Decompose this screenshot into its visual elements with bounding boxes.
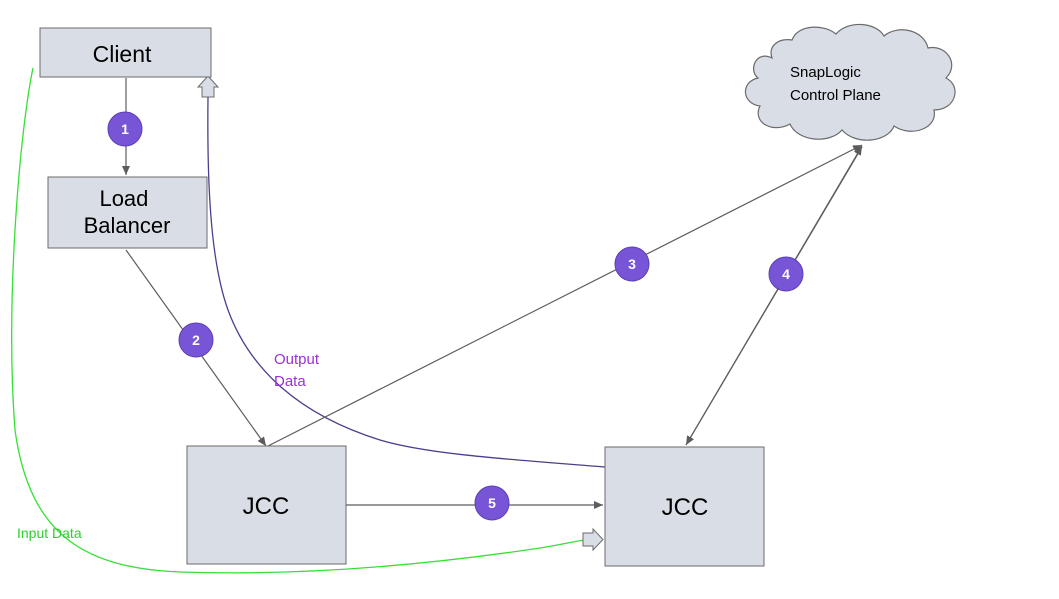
control-plane-cloud — [744, 23, 956, 141]
jcc-left-box — [186, 445, 347, 565]
input-data-line — [11, 67, 586, 574]
svg-text:5: 5 — [488, 495, 496, 511]
output-data-line — [207, 96, 606, 468]
svg-text:3: 3 — [628, 256, 636, 272]
input-data-label: Input Data — [17, 525, 82, 541]
svg-text:4: 4 — [782, 266, 790, 282]
step-badge-5: 5 — [474, 485, 510, 521]
jcc-left-label: JCC — [243, 493, 290, 520]
svg-text:1: 1 — [121, 121, 129, 137]
arrow-jcc-right-to-control-plane — [685, 145, 863, 446]
svg-text:2: 2 — [192, 332, 200, 348]
step-badge-3: 3 — [614, 246, 650, 282]
step-badge-2: 2 — [178, 322, 214, 358]
load-balancer-label: Load Balancer — [84, 186, 171, 238]
jcc-right-box — [604, 446, 765, 567]
control-plane-label: SnapLogic Control Plane — [790, 64, 881, 104]
client-box — [39, 27, 212, 78]
client-label: Client — [93, 41, 152, 67]
output-data-label: Output Data — [274, 351, 323, 390]
input-data-arrow-icon — [582, 527, 604, 552]
arrow-jcc-left-to-control-plane — [267, 144, 863, 447]
load-balancer-box — [47, 176, 208, 249]
step-badge-1: 1 — [107, 111, 143, 147]
jcc-right-label: JCC — [662, 494, 709, 521]
output-data-arrow-icon — [196, 75, 220, 98]
step-badge-4: 4 — [768, 256, 804, 292]
